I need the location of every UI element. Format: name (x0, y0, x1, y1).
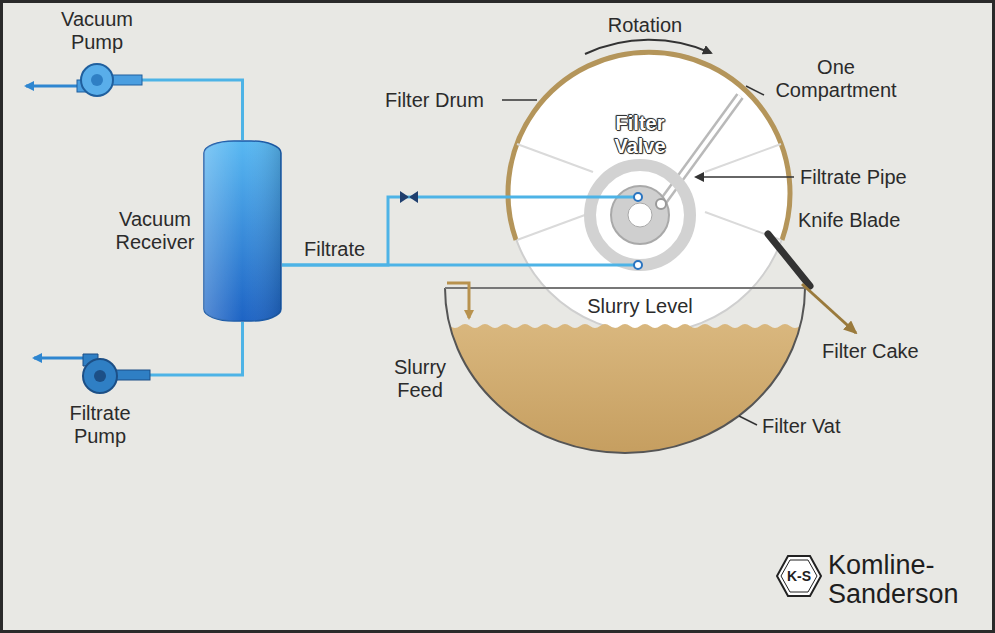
pump-icon (50, 352, 150, 398)
filtrate-pump: Filtrate Pump (50, 352, 150, 448)
motion-label: Rotation (600, 14, 690, 37)
vacuum-receiver: Vacuum Receiver (110, 140, 282, 322)
node-label: Filtrate Pump (50, 402, 150, 448)
vacuum-pump: Vacuum Pump (52, 8, 142, 102)
part-label: Filter Vat (762, 415, 841, 438)
logo-text: Komline- Sanderson (828, 551, 978, 609)
node-label: Vacuum Receiver (110, 208, 200, 254)
part-label: Filtrate Pipe (800, 166, 907, 189)
pipe-line (150, 322, 243, 375)
node-label: K-S (787, 568, 811, 584)
pipe-line (142, 80, 243, 140)
node-label: Filter Valve (595, 112, 685, 158)
pipe-line (282, 197, 590, 265)
receiver-vessel (203, 140, 282, 322)
part-label: Slurry Level (585, 295, 695, 318)
valve-symbol (400, 191, 418, 203)
flow-label: Filtrate (304, 238, 365, 261)
part-label: Knife Blade (798, 209, 900, 232)
logo-hexagon: K-S (776, 553, 822, 599)
filter-valve: Filter Valve (590, 112, 690, 275)
part-label: Filter Drum (385, 89, 484, 112)
pump-icon (52, 58, 142, 102)
part-label: Slurry Feed (385, 356, 455, 402)
part-label: One Compartment (766, 56, 906, 102)
part-label: Filter Cake (822, 340, 919, 363)
node-label: Vacuum Pump (52, 8, 142, 54)
